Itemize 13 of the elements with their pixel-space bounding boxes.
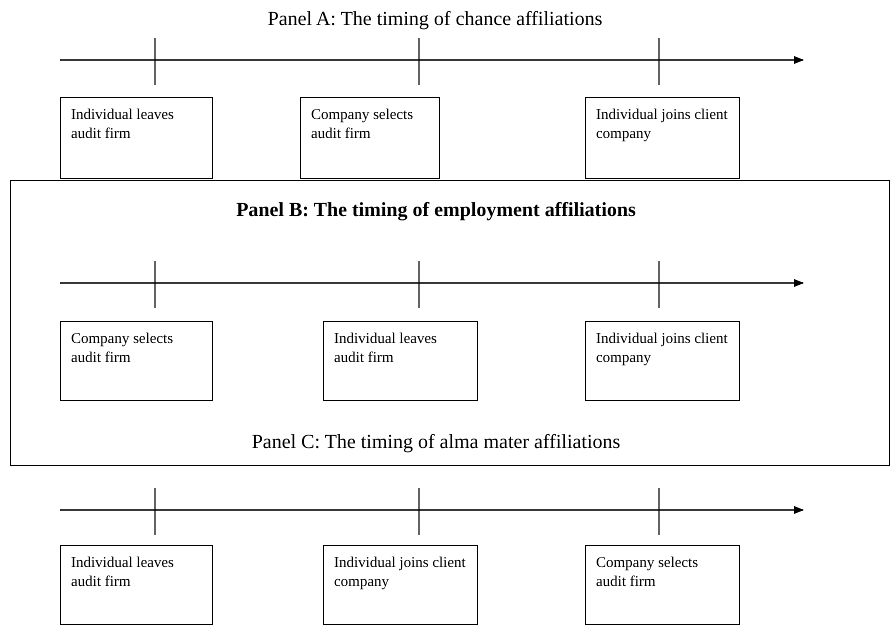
panel-title: Panel B: The timing of employment affiliations — [236, 199, 636, 222]
event-box: Individual joins client company — [323, 545, 478, 625]
event-box: Company selects audit firm — [300, 97, 440, 179]
event-box: Individual leaves audit firm — [60, 545, 213, 625]
panel-frame — [10, 180, 890, 466]
event-box: Individual joins client company — [585, 321, 740, 401]
panel-title: Panel C: The timing of alma mater affiliations — [252, 431, 620, 454]
event-box: Company selects audit firm — [585, 545, 740, 625]
event-box: Individual leaves audit firm — [323, 321, 478, 401]
panel-title: Panel A: The timing of chance affiliations — [268, 8, 602, 31]
event-box: Company selects audit firm — [60, 321, 213, 401]
event-box: Individual joins client company — [585, 97, 740, 179]
event-box: Individual leaves audit firm — [60, 97, 213, 179]
